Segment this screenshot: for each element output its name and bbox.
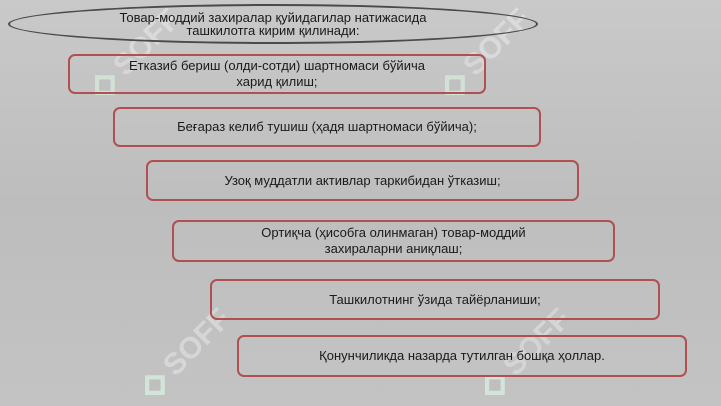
list-item: Етказиб бериш (олди-сотди) шартномаси бў… xyxy=(68,54,486,94)
list-item: Ташкилотнинг ўзида тайёрланиши; xyxy=(210,279,660,320)
list-item: Қонунчиликда назарда тутилган бошқа ҳолл… xyxy=(237,335,687,377)
list-item: Узоқ муддатли активлар таркибидан ўткази… xyxy=(146,160,579,201)
list-item: Беғараз келиб тушиш (ҳадя шартномаси бўй… xyxy=(113,107,541,147)
header-text: Товар-моддий захиралар қуйидагилар натиж… xyxy=(119,10,427,38)
header-ellipse: Товар-моддий захиралар қуйидагилар натиж… xyxy=(8,4,538,44)
list-item: Ортиқча (ҳисобга олинмаган) товар-моддий… xyxy=(172,220,615,262)
